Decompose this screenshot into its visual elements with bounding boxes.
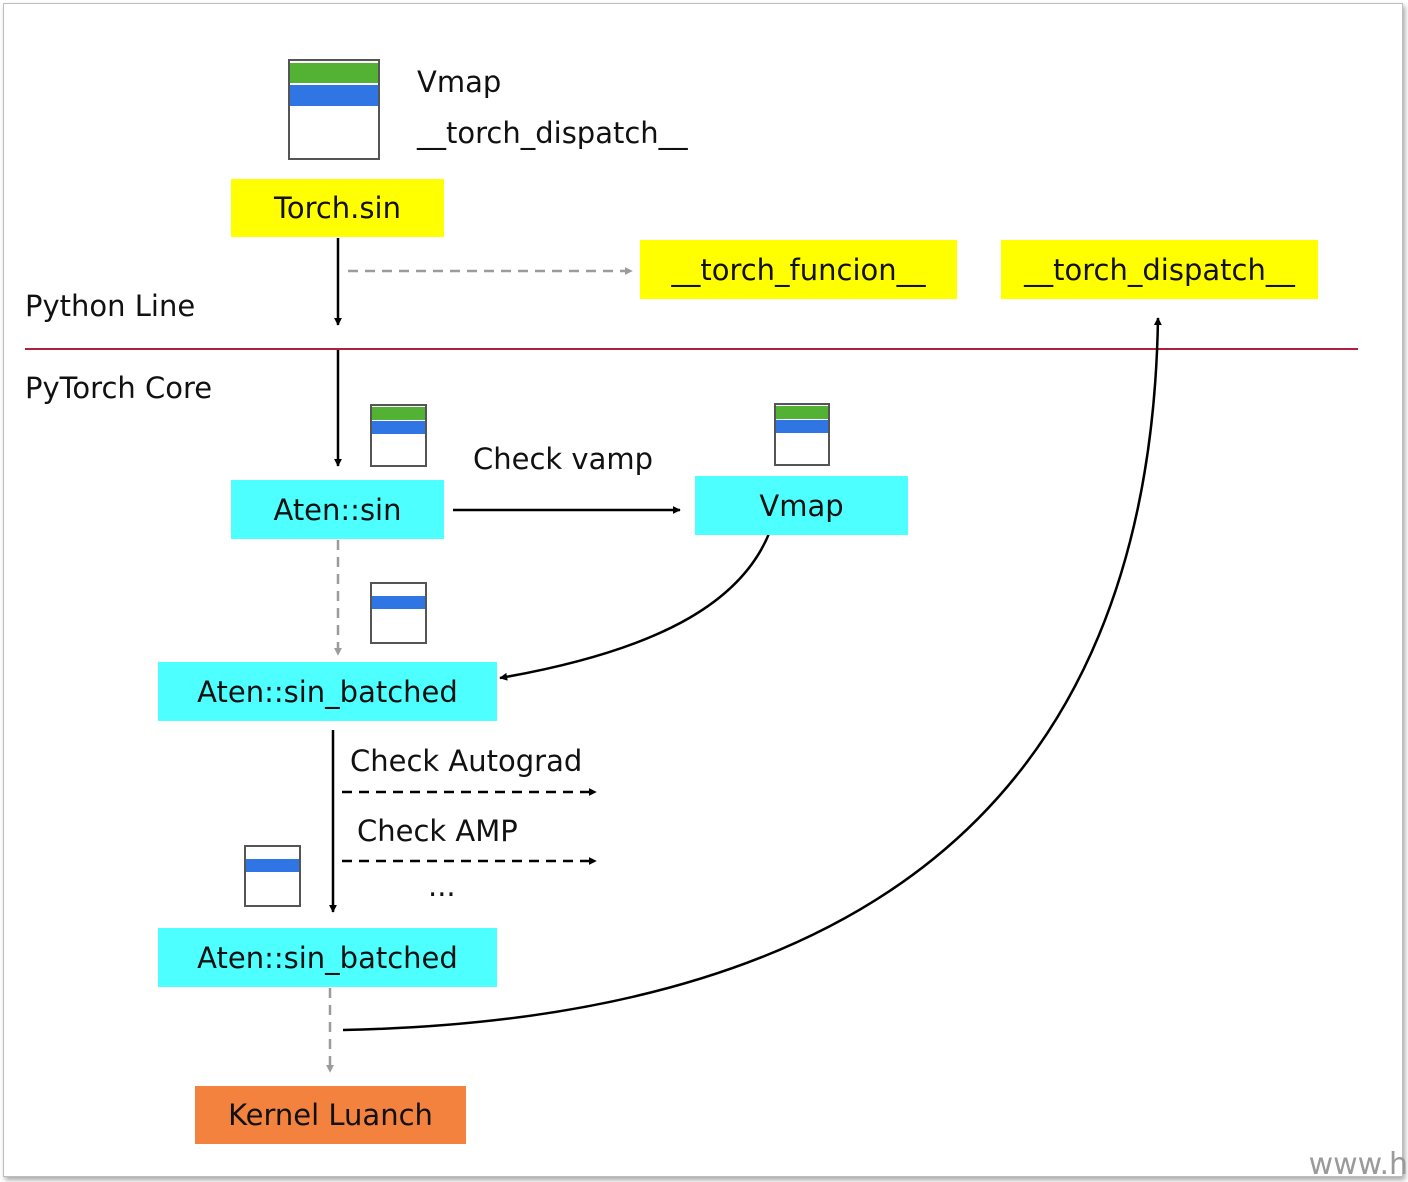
vmap-node: Vmap bbox=[695, 476, 908, 535]
watermark-text: www.h bbox=[1308, 1147, 1408, 1182]
batched-2-stack-icon bbox=[244, 845, 301, 907]
torch-function-node: __torch_funcion__ bbox=[640, 240, 957, 299]
vmap-stack-icon bbox=[774, 403, 830, 466]
aten-sin-stack-icon bbox=[370, 404, 427, 467]
legend-vmap-label: Vmap bbox=[417, 65, 502, 99]
python-line-label: Python Line bbox=[25, 289, 196, 323]
torch-sin-node: Torch.sin bbox=[231, 179, 444, 237]
check-amp-label: Check AMP bbox=[357, 814, 518, 848]
torch-dispatch-node: __torch_dispatch__ bbox=[1001, 240, 1318, 299]
aten-sin-batched-2-node: Aten::sin_batched bbox=[158, 928, 497, 987]
arrow-vmap-to-batched bbox=[499, 511, 778, 681]
aten-sin-node: Aten::sin bbox=[231, 480, 444, 539]
check-vmap-label: Check vamp bbox=[473, 442, 654, 476]
arrow-to-torch-dispatch bbox=[342, 317, 1162, 1032]
legend-dispatch-stack-icon bbox=[288, 59, 380, 160]
legend-dispatch-label: __torch_dispatch__ bbox=[417, 116, 688, 150]
pytorch-core-label: PyTorch Core bbox=[25, 371, 213, 405]
kernel-launch-node: Kernel Luanch bbox=[195, 1086, 466, 1144]
check-autograd-label: Check Autograd bbox=[350, 744, 583, 778]
batched-stack-icon bbox=[370, 582, 427, 644]
ellipsis-label: ... bbox=[428, 869, 456, 903]
aten-sin-batched-node: Aten::sin_batched bbox=[158, 662, 497, 721]
